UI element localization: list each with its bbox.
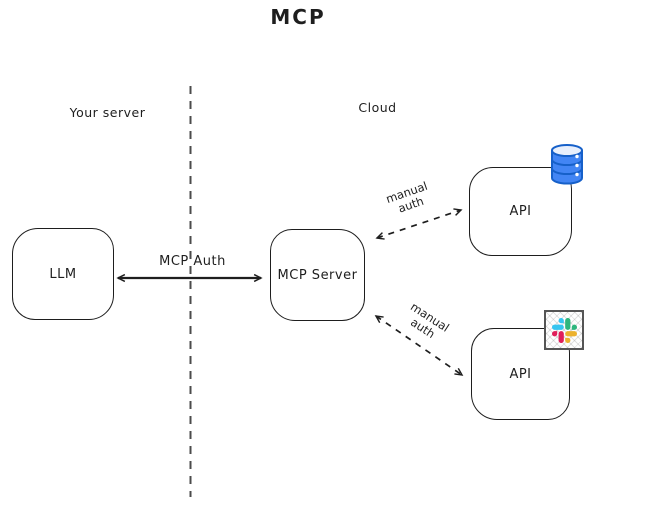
database-icon — [551, 144, 583, 185]
region-label-your-server: Your server — [69, 105, 146, 120]
node-mcp-server: MCP Server — [270, 229, 365, 321]
manual-auth-top-arrow — [375, 208, 463, 240]
slack-icon-frame — [544, 310, 584, 350]
slack-icon — [551, 317, 577, 343]
node-mcp-server-label: MCP Server — [277, 267, 358, 283]
node-api-slack-label: API — [509, 366, 532, 382]
node-llm: LLM — [12, 228, 114, 320]
manual-auth-bottom-arrow — [374, 315, 464, 376]
diagram-title: MCP — [270, 5, 326, 29]
node-api-slack: API — [471, 328, 570, 420]
node-llm-label: LLM — [49, 266, 77, 282]
mcp-auth-label: MCP Auth — [159, 254, 226, 269]
node-api-database-label: API — [509, 204, 532, 219]
region-label-cloud: Cloud — [358, 100, 397, 115]
